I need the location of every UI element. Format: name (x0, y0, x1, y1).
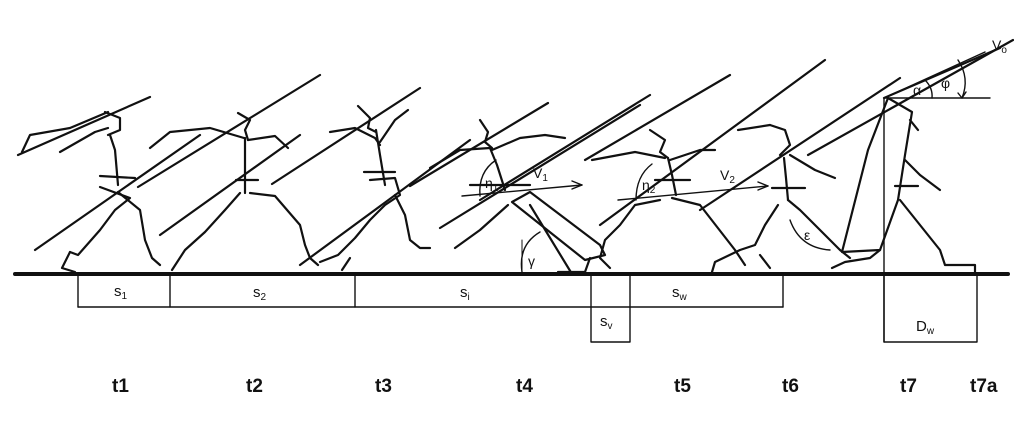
segment-label-s2: s2 (253, 284, 267, 303)
segment-label-si: si (460, 284, 470, 303)
alpha-arc (924, 79, 933, 99)
phi-arc (957, 59, 966, 99)
time-label-t5: t5 (674, 376, 691, 397)
epsilon-arc (789, 219, 831, 251)
eta2-arc (635, 163, 653, 201)
segment-label-dw: Dw (916, 318, 935, 337)
athlete-figure-t1 (20, 110, 162, 274)
angle-label-gamma: γ (528, 253, 535, 269)
athlete-figure-t5 (590, 128, 747, 270)
angle-label-alpha: α (913, 82, 921, 98)
athlete-figure-t7 (830, 96, 977, 276)
athlete-figure-t2 (148, 111, 320, 272)
time-label-t2: t2 (246, 376, 263, 397)
angle-label-eta1: η1 (485, 175, 499, 194)
segment-label-sw: sw (672, 284, 688, 303)
angle-label-phi: φ (941, 75, 950, 91)
angle-label-epsilon: ε (804, 227, 810, 243)
time-label-t3: t3 (375, 376, 392, 397)
time-label-t7a: t7a (970, 376, 998, 397)
segment-label-sv: sv (600, 313, 613, 332)
phi-arrow (957, 91, 967, 99)
velocity-vectors (461, 180, 769, 201)
time-label-t1: t1 (112, 376, 129, 397)
velocity-label-v1: V1 (533, 165, 548, 184)
athlete-figure-t3 (318, 104, 432, 272)
velocity-label-v2: V2 (720, 167, 735, 186)
vo-tangent-line (883, 51, 986, 99)
time-label-t4: t4 (516, 376, 533, 397)
distance-brackets (77, 273, 978, 343)
angle-label-eta2: η2 (642, 177, 656, 196)
time-label-t6: t6 (782, 376, 799, 397)
time-label-t7: t7 (900, 376, 917, 397)
trunk-angle-lines (16, 38, 1014, 267)
velocity-label-vo: Vo (992, 37, 1007, 56)
eta1-arc (479, 159, 497, 197)
segment-label-s1: s1 (114, 283, 128, 302)
